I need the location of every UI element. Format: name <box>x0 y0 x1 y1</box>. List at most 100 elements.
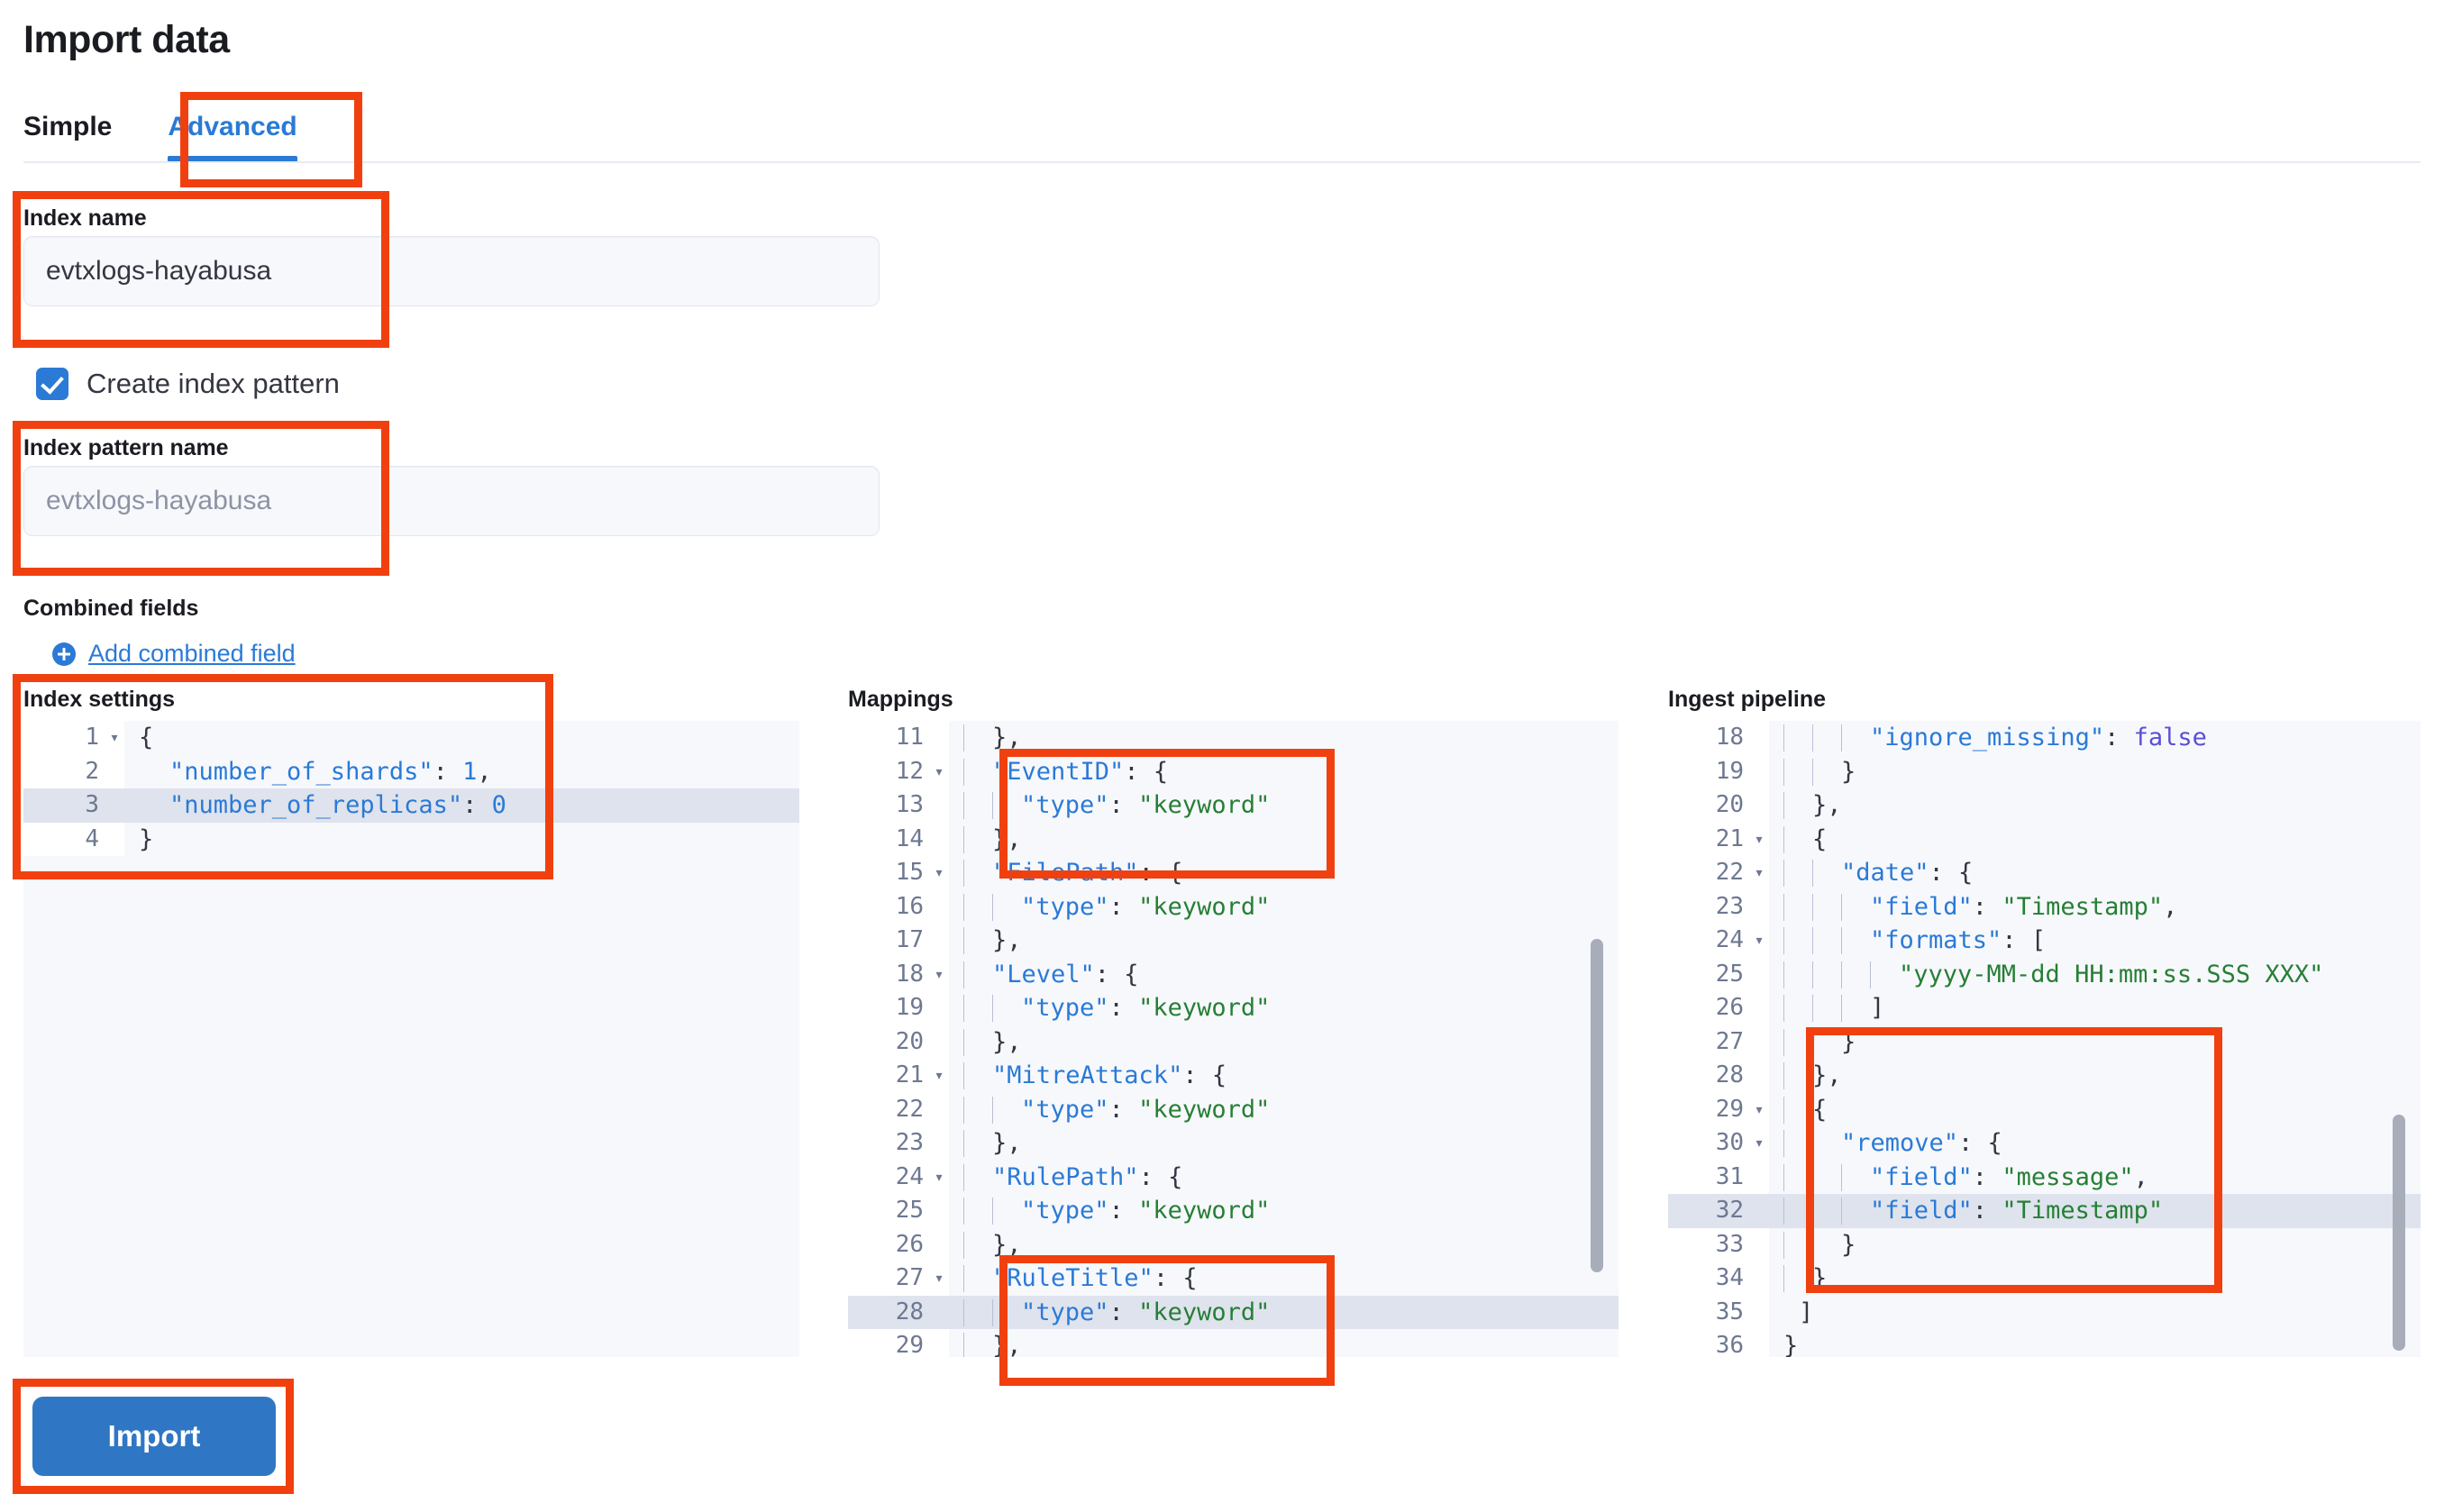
code-line-content: { <box>1769 1093 2421 1127</box>
editor-line[interactable]: 22"type": "keyword" <box>848 1092 1619 1126</box>
editor-line[interactable]: 29}, <box>848 1329 1619 1357</box>
editor-line[interactable]: 24▾"RulePath": { <box>848 1160 1619 1194</box>
indent-guide <box>992 1298 993 1326</box>
code-line-content: ] <box>1769 991 2421 1025</box>
gutter-pad <box>106 721 124 755</box>
gutter-pad <box>1751 1059 1769 1093</box>
fold-chevron-down-icon[interactable]: ▾ <box>1754 931 1765 950</box>
gutter-pad <box>106 822 124 856</box>
fold-chevron-down-icon[interactable]: ▾ <box>1754 1099 1765 1119</box>
code-line-content: "type": "keyword" <box>949 1296 1619 1330</box>
code-line-content: "Level": { <box>949 958 1619 992</box>
editor-line[interactable]: 19} <box>1668 754 2421 788</box>
tab-simple[interactable]: Simple <box>23 112 113 141</box>
editor-line[interactable]: 28"type": "keyword" <box>848 1295 1619 1330</box>
editor-line[interactable]: 26] <box>1668 991 2421 1025</box>
gutter-pad <box>1751 1194 1769 1228</box>
editor-line[interactable]: 33} <box>1668 1227 2421 1262</box>
mappings-scrollbar[interactable] <box>1591 939 1603 1272</box>
editor-line[interactable]: 25"type": "keyword" <box>848 1194 1619 1228</box>
editor-line[interactable]: 21▾{ <box>1668 822 2421 856</box>
editor-line[interactable]: 2"number_of_shards": 1, <box>23 754 799 788</box>
editor-line[interactable]: 13"type": "keyword" <box>848 788 1619 823</box>
editor-line[interactable]: 18▾"Level": { <box>848 957 1619 992</box>
editor-line[interactable]: 1▾{ <box>23 721 799 755</box>
fold-chevron-down-icon[interactable]: ▾ <box>934 964 944 984</box>
editor-line[interactable]: 23"field": "Timestamp", <box>1668 889 2421 924</box>
line-number: 4 <box>23 822 106 856</box>
code-line-content: }, <box>949 1329 1619 1357</box>
editor-line[interactable]: 24▾"formats": [ <box>1668 924 2421 958</box>
code-line-content: "date": { <box>1769 856 2421 890</box>
line-number: 33 <box>1668 1227 1751 1262</box>
line-number: 35 <box>1668 1295 1751 1329</box>
create-index-pattern-row[interactable]: Create index pattern <box>36 368 340 400</box>
import-button[interactable]: Import <box>32 1397 276 1476</box>
index-name-input[interactable]: evtxlogs-hayabusa <box>23 236 880 306</box>
indent-guide <box>992 995 993 1022</box>
line-number: 2 <box>23 754 106 788</box>
tab-divider <box>23 161 2421 163</box>
editor-line[interactable]: 15▾"FilePath": { <box>848 856 1619 890</box>
fold-chevron-down-icon[interactable]: ▾ <box>934 863 944 882</box>
indent-guide <box>1841 724 1842 751</box>
editor-line[interactable]: 14}, <box>848 822 1619 856</box>
index-settings-editor[interactable]: 1▾{2"number_of_shards": 1,3"number_of_re… <box>23 721 799 1357</box>
editor-line[interactable]: 22▾"date": { <box>1668 856 2421 890</box>
fold-chevron-down-icon[interactable]: ▾ <box>934 761 944 781</box>
editor-line[interactable]: 3"number_of_replicas": 0 <box>23 788 799 823</box>
editor-line[interactable]: 17}, <box>848 924 1619 958</box>
fold-chevron-down-icon[interactable]: ▾ <box>1754 863 1765 882</box>
fold-chevron-down-icon[interactable]: ▾ <box>109 728 120 747</box>
ingest-pipeline-scrollbar[interactable] <box>2393 1115 2405 1351</box>
create-index-pattern-label: Create index pattern <box>87 368 340 399</box>
editor-line[interactable]: 16"type": "keyword" <box>848 889 1619 924</box>
editor-line[interactable]: 11}, <box>848 721 1619 755</box>
editor-line[interactable]: 31"field": "message", <box>1668 1160 2421 1194</box>
add-combined-field-link[interactable]: Add combined field <box>52 640 296 668</box>
fold-chevron-down-icon[interactable]: ▾ <box>934 1066 944 1085</box>
mappings-editor[interactable]: 11},12▾"EventID": {13"type": "keyword"14… <box>848 721 1619 1357</box>
code-line-content: ] <box>1799 1298 1814 1326</box>
gutter-pad <box>1751 991 1769 1025</box>
fold-chevron-down-icon[interactable]: ▾ <box>1754 1134 1765 1152</box>
editor-line[interactable]: 29▾{ <box>1668 1092 2421 1127</box>
editor-line[interactable]: 26}, <box>848 1227 1619 1262</box>
editor-line[interactable]: 21▾"MitreAttack": { <box>848 1059 1619 1093</box>
code-line-content: }, <box>949 1126 1619 1161</box>
gutter-pad <box>106 754 124 788</box>
editor-line[interactable]: 19"type": "keyword" <box>848 991 1619 1025</box>
fold-chevron-down-icon[interactable]: ▾ <box>1754 829 1765 849</box>
editor-line[interactable]: 28}, <box>1668 1059 2421 1093</box>
editor-line[interactable]: 34} <box>1668 1262 2421 1296</box>
indent-guide <box>1841 1163 1842 1191</box>
fold-chevron-down-icon[interactable]: ▾ <box>934 1167 944 1187</box>
editor-line[interactable]: 4} <box>23 822 799 856</box>
editor-line[interactable]: 23}, <box>848 1126 1619 1161</box>
editor-line[interactable]: 32"field": "Timestamp" <box>1668 1194 2421 1228</box>
editor-line[interactable]: 27▾"RuleTitle": { <box>848 1262 1619 1296</box>
editor-line[interactable]: 30▾"remove": { <box>1668 1126 2421 1161</box>
indent-guide <box>1841 1198 1842 1225</box>
index-pattern-name-input[interactable]: evtxlogs-hayabusa <box>23 466 880 536</box>
editor-line[interactable]: 18"ignore_missing": false <box>1668 721 2421 755</box>
editor-line[interactable]: 27} <box>1668 1025 2421 1059</box>
editor-line[interactable]: 35] <box>1668 1295 2421 1329</box>
line-number: 17 <box>848 924 931 958</box>
code-line-content: "type": "keyword" <box>949 1194 1619 1228</box>
fold-chevron-down-icon[interactable]: ▾ <box>934 1269 944 1288</box>
editor-line[interactable]: 20}, <box>848 1025 1619 1059</box>
tab-bar: Simple Advanced <box>23 101 305 162</box>
indent-guide <box>1812 860 1813 887</box>
checkbox-checked-icon[interactable] <box>36 368 68 400</box>
editor-line[interactable]: 36} <box>1668 1329 2421 1357</box>
line-number: 24▾ <box>848 1160 944 1194</box>
tab-advanced[interactable]: Advanced <box>168 112 304 162</box>
editor-line[interactable]: 25"yyyy-MM-dd HH:mm:ss.SSS XXX" <box>1668 957 2421 991</box>
editor-line[interactable]: 20}, <box>1668 788 2421 823</box>
indent-guide <box>963 758 964 786</box>
editor-line[interactable]: 12▾"EventID": { <box>848 754 1619 788</box>
indent-guide <box>963 860 964 887</box>
indent-guide <box>1812 1163 1813 1191</box>
